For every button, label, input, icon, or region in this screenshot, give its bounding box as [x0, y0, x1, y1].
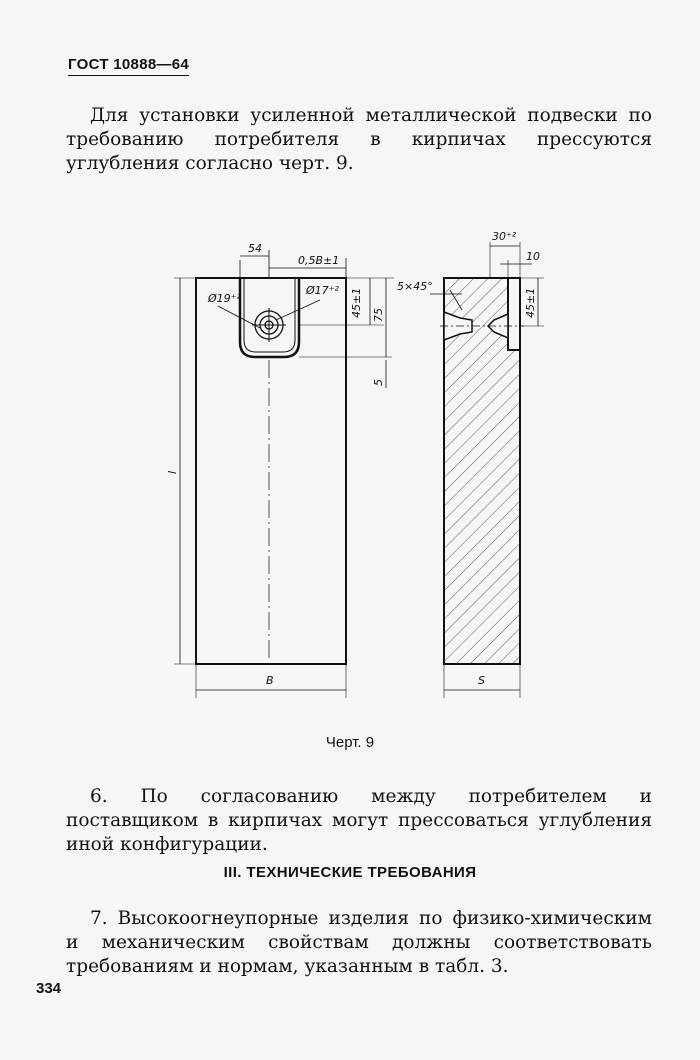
document-code: ГОСТ 10888—64 — [68, 56, 190, 76]
dim-chamfer-label: 5×45° — [397, 280, 433, 293]
side-view: 30⁺² 10 5×45° 45±1 S — [397, 230, 544, 698]
dim-30-label: 30⁺² — [492, 230, 517, 243]
figure-caption: Черт. 9 — [325, 734, 375, 751]
dim-10-label: 10 — [526, 250, 540, 263]
page-number: 334 — [36, 980, 62, 997]
front-view: 54 0,5B±1 Ø19⁺² Ø17⁺² 45±1 75 5 l B — [166, 242, 394, 698]
dim-d19-label: Ø19⁺² — [207, 292, 241, 305]
dim-5-label: 5 — [372, 379, 385, 386]
paragraph-6: 6. По согласованию между потребителем и … — [66, 786, 652, 855]
dim-b-label: B — [266, 674, 274, 687]
paragraph-7: 7. Высокоогнеупорные изделия по физико-х… — [66, 908, 652, 977]
dim-l-label: l — [166, 471, 179, 474]
dim-54-label: 54 — [248, 242, 262, 255]
dim-45-side-label: 45±1 — [524, 288, 537, 318]
technical-drawing: 54 0,5B±1 Ø19⁺² Ø17⁺² 45±1 75 5 l B — [166, 230, 544, 698]
paragraph-installation: Для установки усиленной металлической по… — [66, 105, 652, 174]
dim-half-b-label: 0,5B±1 — [298, 254, 339, 267]
dim-s-label: S — [478, 674, 485, 687]
dim-45-front-label: 45±1 — [350, 288, 363, 318]
section-title: III. ТЕХНИЧЕСКИЕ ТРЕБОВАНИЯ — [223, 864, 477, 881]
dim-75-label: 75 — [372, 308, 385, 322]
dim-d17-label: Ø17⁺² — [305, 284, 339, 297]
